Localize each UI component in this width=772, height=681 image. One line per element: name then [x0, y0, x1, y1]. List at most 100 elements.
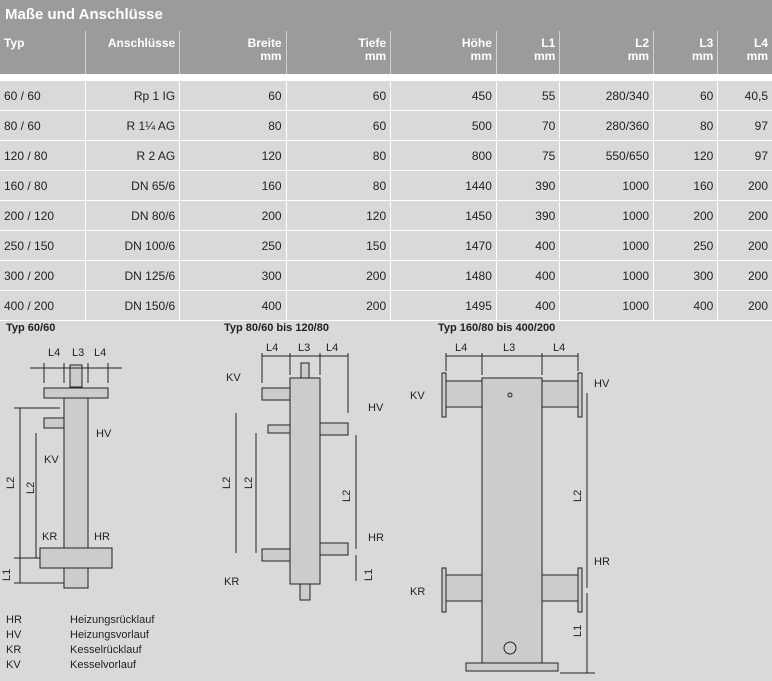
- table-cell: 200: [717, 200, 772, 231]
- svg-text:L1: L1: [1, 569, 13, 581]
- table-cell: 1440: [390, 170, 497, 201]
- table-cell: 160: [653, 170, 719, 201]
- table-cell: 200: [717, 170, 772, 201]
- svg-text:HV: HV: [368, 402, 384, 414]
- table-cell: DN 65/6: [85, 170, 181, 201]
- column-header: Anschlüsse: [85, 31, 181, 74]
- legend-code: HV: [6, 629, 22, 641]
- table-cell: 97: [717, 110, 772, 141]
- table-cell: 1495: [390, 290, 497, 321]
- svg-text:L2: L2: [243, 477, 255, 489]
- diagram-title-2: Typ 80/60 bis 120/80: [224, 322, 329, 334]
- table-cell: 60: [179, 81, 287, 111]
- column-unit: mm: [533, 49, 556, 63]
- table-cell: Rp 1 IG: [85, 81, 181, 111]
- svg-text:L4: L4: [455, 342, 467, 354]
- svg-text:KV: KV: [410, 390, 425, 402]
- table-cell: 1000: [559, 170, 655, 201]
- table-cell: 400: [653, 290, 719, 321]
- legend-description: Heizungsrücklauf: [70, 614, 155, 626]
- table-cell: 280/360: [559, 110, 655, 141]
- column-label: Typ: [4, 36, 25, 50]
- legend-description: Kesselvorlauf: [70, 659, 137, 671]
- table-cell: 550/650: [559, 140, 655, 171]
- diagrams: Typ 60/60 Typ 80/60 bis 120/80 Typ 160/8…: [0, 313, 772, 681]
- column-label: L3: [699, 36, 714, 50]
- svg-text:KR: KR: [410, 586, 425, 598]
- table-cell: 250: [179, 230, 287, 261]
- table-cell: 400: [496, 260, 561, 291]
- table-cell: 400: [496, 290, 561, 321]
- table-cell: 1450: [390, 200, 497, 231]
- svg-text:HR: HR: [94, 531, 110, 543]
- table-cell: 1470: [390, 230, 497, 261]
- table-cell: 250 / 150: [0, 230, 86, 261]
- svg-text:HR: HR: [368, 532, 384, 544]
- svg-text:L2: L2: [572, 490, 584, 502]
- table-cell: 80 / 60: [0, 110, 86, 141]
- table-cell: 120 / 80: [0, 140, 86, 171]
- svg-text:KV: KV: [226, 372, 241, 384]
- table-cell: 250: [653, 230, 719, 261]
- table-cell: 200: [717, 260, 772, 291]
- table-cell: 1480: [390, 260, 497, 291]
- table-cell: DN 150/6: [85, 290, 181, 321]
- table-cell: 300: [653, 260, 719, 291]
- table-cell: 200: [717, 290, 772, 321]
- table-cell: 1000: [559, 200, 655, 231]
- svg-text:KV: KV: [44, 454, 59, 466]
- table-cell: 120: [653, 140, 719, 171]
- column-unit: mm: [470, 49, 492, 63]
- table-cell: 200: [286, 290, 392, 321]
- column-header: Typ: [0, 31, 86, 74]
- table-cell: 300 / 200: [0, 260, 86, 291]
- table-cell: 200: [286, 260, 392, 291]
- table-cell: 1000: [559, 290, 655, 321]
- legend-description: Kesselrücklauf: [70, 644, 142, 656]
- svg-text:L4: L4: [94, 347, 106, 359]
- legend-code: KR: [6, 644, 22, 656]
- table-cell: R 2 AG: [85, 140, 181, 171]
- svg-text:L2: L2: [5, 477, 17, 489]
- column-label: Anschlüsse: [107, 36, 176, 50]
- svg-text:L2: L2: [221, 477, 233, 489]
- table-cell: 390: [496, 200, 561, 231]
- legend-item: KR Kesselrücklauf: [6, 643, 154, 658]
- svg-text:L1: L1: [572, 625, 584, 637]
- svg-text:L2: L2: [341, 490, 353, 502]
- table-cell: 200: [717, 230, 772, 261]
- svg-text:L4: L4: [326, 342, 338, 354]
- table-cell: 200: [653, 200, 719, 231]
- column-label: Breite: [247, 36, 282, 50]
- column-label: L4: [753, 36, 768, 50]
- table-cell: 97: [717, 140, 772, 171]
- table-cell: 1000: [559, 260, 655, 291]
- svg-text:HV: HV: [594, 378, 610, 390]
- table-cell: 200 / 120: [0, 200, 86, 231]
- table-cell: 75: [496, 140, 561, 171]
- table-cell: 400 / 200: [0, 290, 86, 321]
- legend-code: KV: [6, 659, 21, 671]
- svg-text:L4: L4: [553, 342, 565, 354]
- svg-text:L3: L3: [72, 347, 84, 359]
- table-cell: DN 80/6: [85, 200, 181, 231]
- svg-text:L4: L4: [266, 342, 278, 354]
- table-cell: 150: [286, 230, 392, 261]
- column-unit: mm: [627, 49, 650, 63]
- svg-text:L1: L1: [363, 569, 375, 581]
